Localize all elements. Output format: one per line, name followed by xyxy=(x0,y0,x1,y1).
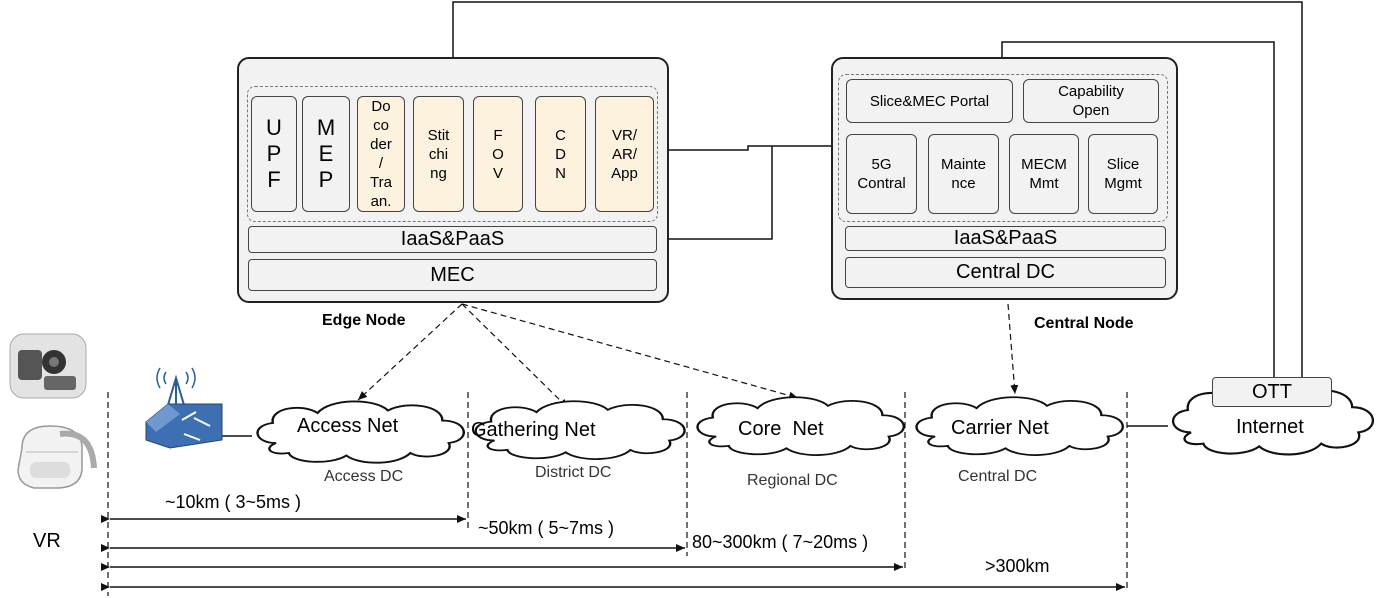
central-module-slice-mgmt: Slice Mgmt xyxy=(1088,134,1158,214)
slice-mec-portal: Slice&MEC Portal xyxy=(846,79,1013,123)
range-300km-label: 80~300km ( 7~20ms ) xyxy=(692,532,869,552)
central-dc-bar: Central DC xyxy=(845,257,1166,288)
central-dc-label: Central DC xyxy=(958,468,1038,485)
central-module-maintenance: Mainte nce xyxy=(928,134,999,214)
vr-headset-icon xyxy=(17,425,97,489)
carrier-net-label: Carrier Net xyxy=(951,417,1049,439)
base-station-icon xyxy=(145,367,223,449)
edge-app-group xyxy=(247,86,658,222)
access-dc-label: Access DC xyxy=(324,468,404,485)
edge-module-codec: Do co der / Tra an. xyxy=(357,96,405,212)
edge-module-cdn: C D N xyxy=(535,96,586,212)
core-net-label: Core Net xyxy=(738,418,824,440)
range-arrows xyxy=(101,515,1125,591)
access-net-label: Access Net xyxy=(297,415,399,437)
central-module-5g-control: 5G Contral xyxy=(846,134,917,214)
edge-node-label: Edge Node xyxy=(322,312,406,329)
internet-to-edge-connector xyxy=(449,1,1303,378)
district-dc-label: District DC xyxy=(535,464,612,481)
edge-central-connector xyxy=(658,145,840,240)
edge-module-fov: F O V xyxy=(473,96,523,212)
edge-module-upf: U P F xyxy=(251,96,297,212)
range-50km-label: ~50km ( 5~7ms ) xyxy=(478,518,615,538)
central-app-group xyxy=(838,74,1168,222)
range-10km-label: ~10km ( 3~5ms ) xyxy=(165,492,302,512)
edge-module-vr-ar-app: VR/ AR/ App xyxy=(595,96,654,212)
edge-module-stitching: Stit chi ng xyxy=(413,96,464,212)
internet-label: Internet xyxy=(1236,416,1304,438)
deployment-arrows xyxy=(357,303,1019,409)
edge-mec-bar: MEC xyxy=(248,259,657,291)
central-module-mecm-mgmt: MECM Mmt xyxy=(1009,134,1079,214)
range-over-300km-label: >300km xyxy=(985,556,1050,576)
edge-iaas-paas-bar: IaaS&PaaS xyxy=(248,226,657,253)
edge-module-mep: M E P xyxy=(302,96,350,212)
central-node-label: Central Node xyxy=(1034,315,1134,332)
regional-dc-label: Regional DC xyxy=(747,472,838,489)
network-links xyxy=(222,425,1168,437)
central-iaas-paas-bar: IaaS&PaaS xyxy=(845,226,1166,251)
vr-label: VR xyxy=(33,530,61,552)
capability-open: Capability Open xyxy=(1023,79,1159,123)
vr-camera-icon xyxy=(9,333,87,399)
ott-box: OTT xyxy=(1212,377,1332,407)
gathering-net-label: Gathering Net xyxy=(471,419,596,441)
